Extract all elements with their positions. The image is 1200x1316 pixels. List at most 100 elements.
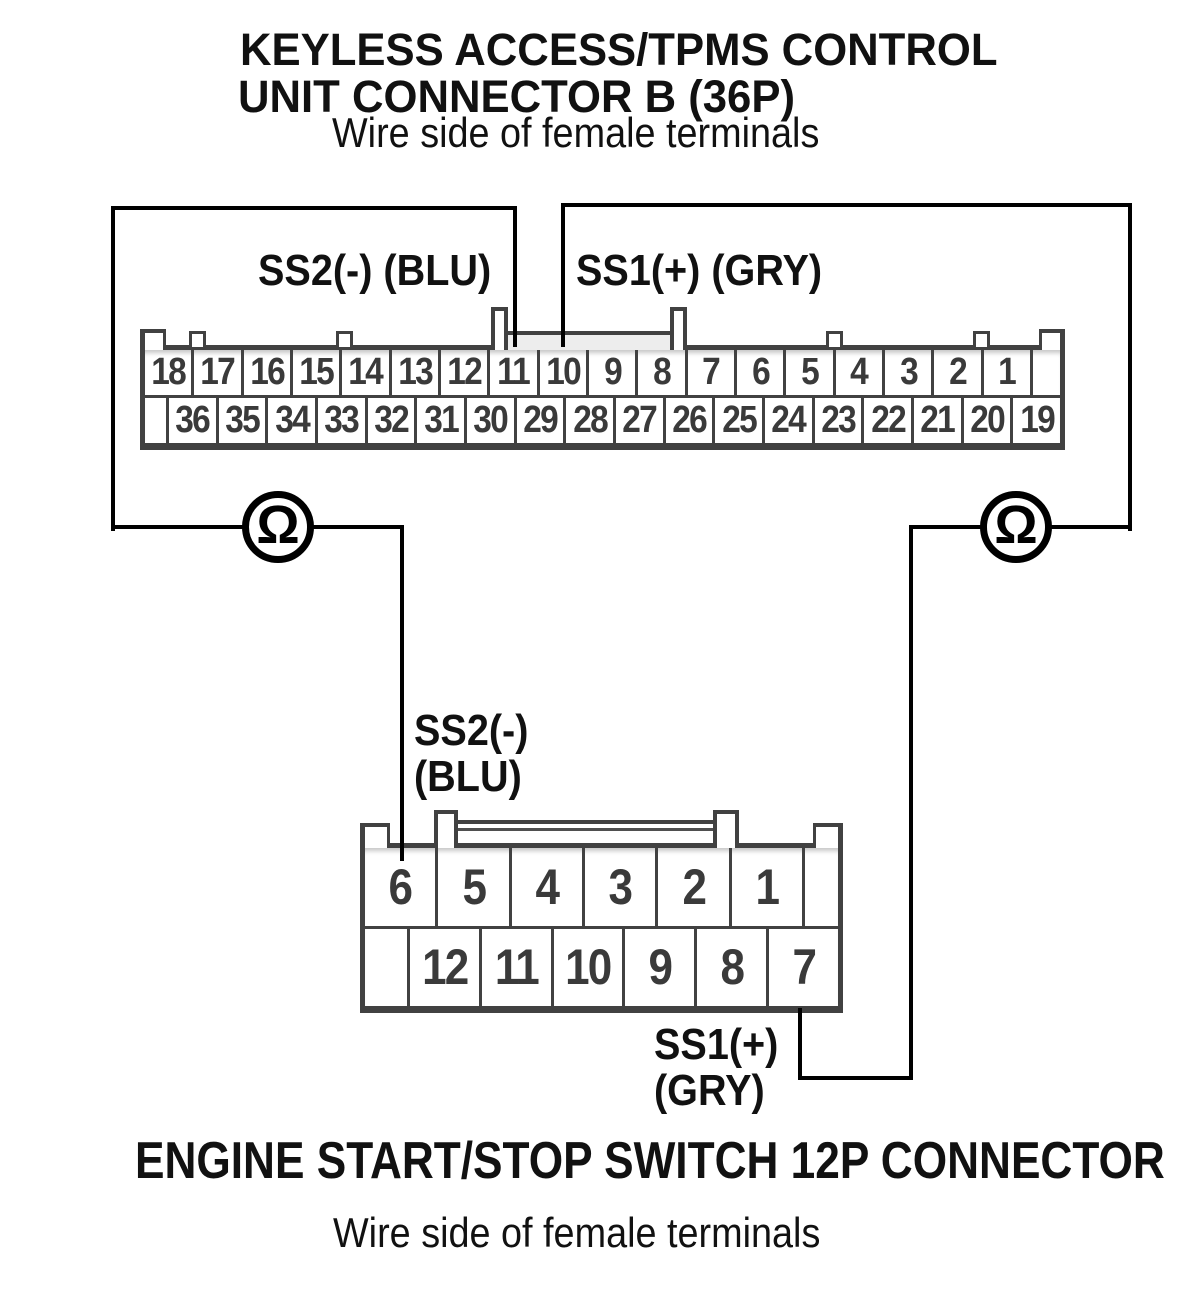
connector-latch-post	[434, 810, 458, 848]
terminal-number: 25	[721, 399, 757, 441]
terminal-cell: 25	[715, 398, 766, 443]
terminal-number: 1	[998, 351, 1017, 393]
terminal-number: 7	[702, 351, 721, 393]
probe-label-ss1-top: SS1(+) (GRY)	[576, 246, 823, 295]
terminal-number: 8	[653, 351, 672, 393]
terminal-cell: 9	[625, 928, 698, 1006]
terminal-cell: 27	[616, 398, 666, 443]
wire-ss2-to-meter	[111, 525, 246, 529]
terminal-number: 34	[274, 399, 310, 441]
terminal-number: 36	[175, 399, 210, 441]
omega-icon: Ω	[994, 495, 1038, 555]
wire-ss2-terminal11-drop	[513, 206, 517, 347]
blank-cell	[805, 848, 838, 926]
wire-ss2-top-rail	[111, 206, 517, 210]
terminal-number: 20	[970, 399, 1005, 441]
terminal-cell: 14	[342, 350, 392, 395]
terminal-number: 35	[225, 399, 260, 441]
footer-subtitle: Wire side of female terminals	[333, 1209, 821, 1256]
terminal-cell: 18	[145, 350, 195, 395]
terminal-cell: 35	[219, 398, 269, 443]
terminal-cell: 8	[697, 928, 770, 1006]
terminal-cell: 4	[512, 848, 585, 926]
terminal-number: 9	[603, 351, 623, 393]
terminal-cell: 4	[836, 350, 885, 395]
terminal-cell: 7	[688, 350, 737, 395]
terminal-cell: 12	[410, 928, 482, 1006]
omega-icon: Ω	[256, 495, 300, 555]
terminal-number: 2	[948, 351, 968, 393]
wire-label-ss1-line2: (GRY)	[654, 1066, 765, 1115]
terminal-number: 7	[792, 939, 816, 996]
wire-label-ss2-line2: (BLU)	[414, 752, 522, 801]
terminal-cell: 34	[268, 398, 319, 443]
wire-ss1-top-rail	[561, 203, 1132, 207]
wire-label-ss1-line1: SS1(+)	[654, 1020, 779, 1069]
terminal-cell: 5	[438, 848, 512, 926]
terminal-cell: 13	[392, 350, 441, 395]
terminal-cell: 11	[482, 928, 554, 1006]
terminal-cell: 17	[194, 350, 244, 395]
terminal-cell: 2	[658, 848, 732, 926]
keying-bump	[826, 331, 843, 347]
corner-step	[360, 823, 390, 848]
terminal-number: 11	[497, 351, 532, 393]
terminal-cell: 26	[666, 398, 716, 443]
terminal-number: 5	[462, 858, 486, 915]
terminal-cell: 36	[169, 398, 219, 443]
corner-step	[813, 823, 843, 848]
terminal-number: 15	[299, 351, 334, 393]
terminal-number: 19	[1019, 399, 1055, 441]
terminal-number: 21	[920, 399, 956, 441]
terminal-number: 26	[672, 399, 707, 441]
connector-latch-post	[713, 810, 739, 848]
terminal-cell: 32	[368, 398, 418, 443]
terminal-cell: 11	[490, 350, 540, 395]
wire-label-ss1-bottom: SS1(+) (GRY)	[654, 1022, 778, 1114]
footer-title: ENGINE START/STOP SWITCH 12P CONNECTOR	[135, 1132, 1165, 1190]
ohmmeter-right: Ω	[980, 491, 1052, 563]
terminal-number: 8	[720, 939, 744, 996]
header-subtitle: Wire side of female terminals	[332, 109, 820, 156]
terminal-number: 14	[348, 351, 384, 393]
blank-cell	[145, 398, 169, 443]
keying-bump	[336, 331, 353, 347]
terminal-cell: 8	[638, 350, 688, 395]
terminal-cell: 31	[417, 398, 468, 443]
header-title-line2: UNIT CONNECTOR B (36P)	[238, 71, 795, 122]
wire-ss2-from-meter	[310, 525, 404, 529]
terminal-cell: 29	[517, 398, 567, 443]
wire-ss1-terminal10-drop	[561, 203, 565, 347]
ohmmeter-left: Ω	[242, 491, 314, 563]
terminal-number: 6	[388, 858, 413, 915]
wire-ss1-down-riser	[909, 525, 913, 1080]
terminal-number: 22	[870, 399, 906, 441]
terminal-cell: 1	[732, 848, 805, 926]
terminal-cell: 24	[765, 398, 815, 443]
terminal-number: 10	[565, 939, 612, 996]
connector-latch-post	[670, 307, 687, 350]
terminal-number: 16	[249, 351, 285, 393]
terminal-number: 5	[801, 351, 820, 393]
connector-latch-bar	[458, 820, 713, 831]
terminal-number: 3	[899, 351, 919, 393]
terminal-number: 17	[200, 351, 236, 393]
terminal-number: 12	[421, 939, 469, 996]
wire-ss1-from-meter	[909, 525, 984, 529]
wire-ss1-right-riser	[1128, 203, 1132, 531]
terminal-number: 4	[850, 351, 869, 393]
terminal-number: 33	[324, 399, 360, 441]
terminal-cell: 28	[566, 398, 617, 443]
terminal-cell: 12	[441, 350, 491, 395]
terminal-number: 23	[821, 399, 856, 441]
terminal-cell: 30	[467, 398, 517, 443]
terminal-cell: 33	[318, 398, 368, 443]
blank-cell	[365, 928, 410, 1006]
